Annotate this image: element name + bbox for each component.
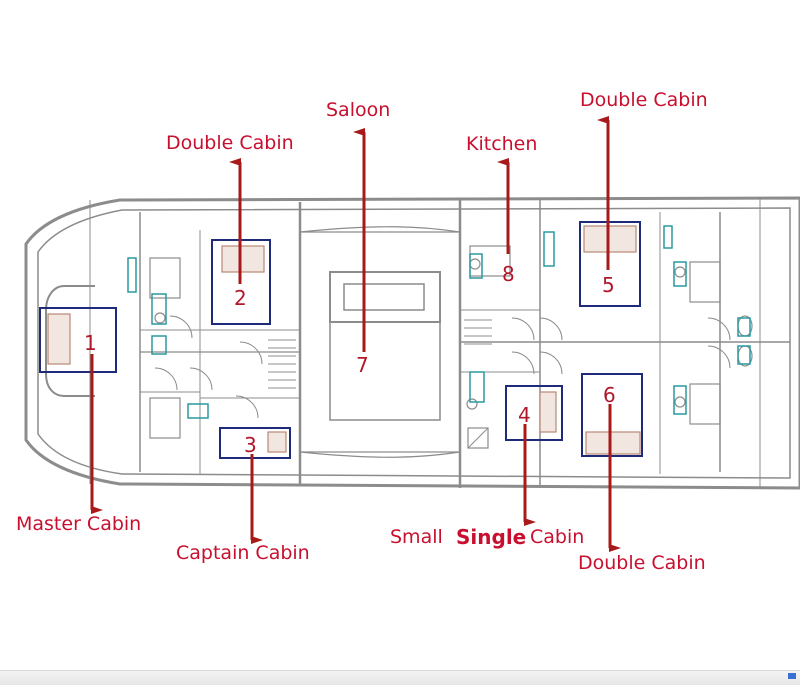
corner-marker (788, 673, 796, 679)
room-number-8: 8 (502, 262, 515, 286)
beds (47, 225, 641, 455)
label-cabin: Cabin (530, 526, 585, 548)
cabin-5-outline (579, 221, 641, 307)
cabin-outlines (39, 221, 643, 459)
label-master-cabin: Master Cabin (16, 513, 142, 535)
label-small: Small (390, 526, 443, 548)
label-single: Single (456, 525, 527, 549)
label-saloon: Saloon (326, 99, 391, 121)
pointer-arrows (90, 116, 621, 552)
room-number-5: 5 (602, 273, 615, 297)
label-double-cabin-left: Double Cabin (166, 132, 294, 154)
label-double-cabin-bottom-right: Double Cabin (578, 552, 706, 574)
cabin-6-outline (581, 373, 643, 457)
room-number-6: 6 (603, 383, 616, 407)
label-captain-cabin: Captain Cabin (176, 542, 310, 564)
cabin-1-outline (39, 307, 117, 373)
room-number-3: 3 (244, 433, 257, 457)
room-number-1: 1 (84, 331, 97, 355)
label-kitchen: Kitchen (466, 133, 538, 155)
cabin-3-outline (219, 427, 291, 459)
room-number-4: 4 (518, 403, 531, 427)
bottom-bar (0, 670, 800, 685)
room-number-7: 7 (356, 353, 369, 377)
room-number-2: 2 (234, 286, 247, 310)
label-double-cabin-top-right: Double Cabin (580, 89, 708, 111)
sanitary-fixtures (127, 225, 751, 419)
hull (24, 196, 800, 490)
cabin-4-outline (505, 385, 563, 441)
